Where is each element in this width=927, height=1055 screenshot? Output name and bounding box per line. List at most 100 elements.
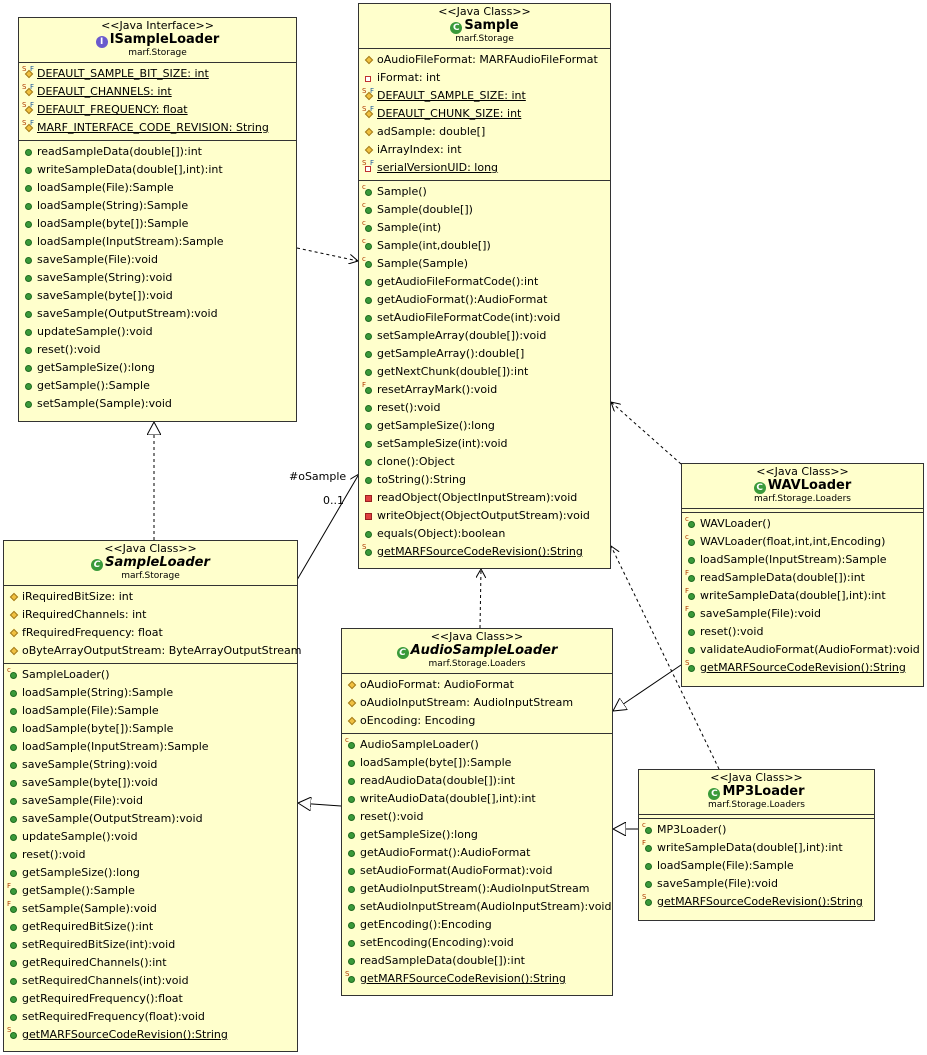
method-load-sample[interactable]: loadSample(InputStream):Sample [19, 233, 296, 251]
method-get-sample[interactable]: getSample():Sample [19, 377, 296, 395]
method-get-next-chunk[interactable]: getNextChunk(double[]):int [359, 363, 610, 381]
attribute-i-format[interactable]: iFormat: int [359, 69, 610, 87]
method-get-sample-array[interactable]: getSampleArray():double[] [359, 345, 610, 363]
method-load-sample[interactable]: loadSample(File):Sample [639, 857, 874, 875]
attribute-o-encoding[interactable]: oEncoding: Encoding [342, 712, 612, 730]
method-get-required-channels[interactable]: getRequiredChannels():int [4, 954, 297, 972]
method-load-sample[interactable]: loadSample(File):Sample [19, 179, 296, 197]
method-load-sample[interactable]: loadSample(String):Sample [19, 197, 296, 215]
attribute-o-byte-array-output-stream[interactable]: oByteArrayOutputStream: ByteArrayOutputS… [4, 642, 301, 660]
method-set-sample[interactable]: setSample(Sample):void [19, 395, 296, 413]
method-save-sample[interactable]: saveSample(byte[]):void [19, 287, 296, 305]
method-set-sample-array[interactable]: setSampleArray(double[]):void [359, 327, 610, 345]
attribute-i-required-channels[interactable]: iRequiredChannels: int [4, 606, 297, 624]
method-get-required-frequency[interactable]: getRequiredFrequency():float [4, 990, 297, 1008]
method-load-sample[interactable]: loadSample(InputStream):Sample [4, 738, 297, 756]
method-reset[interactable]: reset():void [359, 399, 610, 417]
method-set-required-channels[interactable]: setRequiredChannels(int):void [4, 972, 297, 990]
method-load-sample[interactable]: loadSample(String):Sample [4, 684, 297, 702]
attribute-i-required-bit-size[interactable]: iRequiredBitSize: int [4, 588, 297, 606]
method-get-sample-size[interactable]: getSampleSize():long [342, 826, 612, 844]
method-clone[interactable]: clone():Object [359, 453, 610, 471]
method-update-sample[interactable]: updateSample():void [4, 828, 297, 846]
method-set-sample-size[interactable]: setSampleSize(int):void [359, 435, 610, 453]
method-reset[interactable]: reset():void [682, 623, 923, 641]
method-set-audio-file-format-code[interactable]: setAudioFileFormatCode(int):void [359, 309, 610, 327]
attribute-o-audio-format[interactable]: oAudioFormat: AudioFormat [342, 676, 612, 694]
method-save-sample[interactable]: saveSample(String):void [4, 756, 297, 774]
attribute-ad-sample[interactable]: adSample: double[] [359, 123, 610, 141]
method-get-audio-input-stream[interactable]: getAudioInputStream():AudioInputStream [342, 880, 612, 898]
method-load-sample[interactable]: loadSample(byte[]):Sample [19, 215, 296, 233]
method-get-encoding[interactable]: getEncoding():Encoding [342, 916, 612, 934]
method-get-sample-size[interactable]: getSampleSize():long [359, 417, 610, 435]
method-get-sample-size[interactable]: getSampleSize():long [4, 864, 297, 882]
attribute-f-required-frequency[interactable]: fRequiredFrequency: float [4, 624, 297, 642]
method-set-required-frequency[interactable]: setRequiredFrequency(float):void [4, 1008, 297, 1026]
method-save-sample[interactable]: saveSample(File):void [639, 875, 874, 893]
method-save-sample[interactable]: saveSample(OutputStream):void [19, 305, 296, 323]
method-write-object[interactable]: writeObject(ObjectOutputStream):void [359, 507, 610, 525]
method-save-sample[interactable]: saveSample(String):void [19, 269, 296, 287]
method-save-sample[interactable]: saveSample(OutputStream):void [4, 810, 297, 828]
method-get-required-bit-size[interactable]: getRequiredBitSize():int [4, 918, 297, 936]
method-set-audio-input-stream[interactable]: setAudioInputStream(AudioInputStream):vo… [342, 898, 612, 916]
method-write-sample-data[interactable]: writeSampleData(double[],int):int [19, 161, 296, 179]
method-get-audio-format[interactable]: getAudioFormat():AudioFormat [342, 844, 612, 862]
method-save-sample[interactable]: saveSample(byte[]):void [4, 774, 297, 792]
method-reset[interactable]: reset():void [19, 341, 296, 359]
method-set-audio-format[interactable]: setAudioFormat(AudioFormat):void [342, 862, 612, 880]
method-read-sample-data[interactable]: readSampleData(double[]):int [342, 952, 612, 970]
method-equals[interactable]: equals(Object):boolean [359, 525, 610, 543]
method-set-encoding[interactable]: setEncoding(Encoding):void [342, 934, 612, 952]
method-load-sample[interactable]: loadSample(InputStream):Sample [682, 551, 923, 569]
method-reset[interactable]: reset():void [342, 808, 612, 826]
method-load-sample[interactable]: loadSample(byte[]):Sample [4, 720, 297, 738]
method-get-sample-size[interactable]: getSampleSize():long [19, 359, 296, 377]
attribute-o-audio-input-stream[interactable]: oAudioInputStream: AudioInputStream [342, 694, 612, 712]
method-read-object[interactable]: readObject(ObjectInputStream):void [359, 489, 610, 507]
attribute-i-array-index[interactable]: iArrayIndex: int [359, 141, 610, 159]
method-read-audio-data[interactable]: readAudioData(double[]):int [342, 772, 612, 790]
method-validate-audio-format[interactable]: validateAudioFormat(AudioFormat):void [682, 641, 923, 659]
method-get-audio-file-format-code[interactable]: getAudioFileFormatCode():int [359, 273, 610, 291]
method-read-sample-data[interactable]: readSampleData(double[]):int [19, 143, 296, 161]
method-write-audio-data[interactable]: writeAudioData(double[],int):int [342, 790, 612, 808]
method-set-required-bit-size[interactable]: setRequiredBitSize(int):void [4, 936, 297, 954]
method-load-sample[interactable]: loadSample(File):Sample [4, 702, 297, 720]
method-save-sample[interactable]: saveSample(File):void [19, 251, 296, 269]
